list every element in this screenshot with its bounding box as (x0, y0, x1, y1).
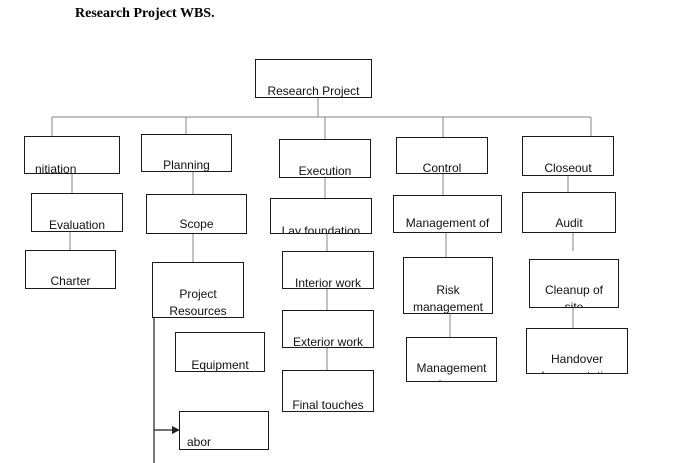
node-scope-management: Scope Management (146, 194, 247, 234)
node-label: Exterior work (292, 335, 363, 348)
node-research-project: Research Project (255, 59, 372, 98)
node-label: Charter (50, 274, 91, 288)
node-label: Research Project (267, 84, 360, 98)
node-label: Management of costs (416, 361, 487, 381)
node-management-of-costs: Management of costs (406, 337, 497, 382)
node-label: Cleanup of site (544, 283, 604, 308)
node-label: Execution (298, 164, 352, 178)
node-audit: Audit (522, 192, 616, 233)
node-label: Scope Management (179, 217, 214, 231)
node-charter: Charter (25, 250, 116, 289)
node-label: nitiation (35, 162, 77, 174)
node-control: Control (396, 137, 488, 174)
node-label: Interior work (294, 276, 362, 289)
node-closeout: Closeout (522, 136, 614, 176)
node-label: Final touches (292, 398, 364, 412)
node-interior-work: Interior work (282, 251, 374, 289)
node-label: Risk management (412, 283, 484, 314)
diagram-title: Research Project WBS. (75, 6, 215, 21)
node-exterior-work: Exterior work (282, 310, 374, 348)
node-label: Project Resources (169, 287, 227, 318)
node-risk-management: Risk management (403, 257, 493, 314)
node-initiation: nitiation (24, 136, 120, 174)
node-label: Handover documentation (538, 352, 617, 373)
node-label: Management of resources (405, 216, 490, 230)
node-label: abor (187, 435, 212, 449)
node-evaluation: Evaluation (31, 193, 123, 232)
node-label: Planning (163, 158, 210, 172)
node-labor: abor (179, 411, 269, 450)
node-label: Lay foundation (281, 224, 361, 234)
node-label: Evaluation (48, 218, 106, 232)
node-label: Equipment (191, 358, 249, 372)
node-management-of-resources: Management of resources (393, 195, 502, 233)
node-equipment: Equipment (175, 332, 265, 372)
node-project-resources: Project Resources (152, 262, 244, 318)
node-planning: Planning (141, 134, 232, 172)
node-execution: Execution (279, 139, 371, 178)
node-final-touches: Final touches (282, 370, 374, 412)
arrowhead-labor (172, 426, 180, 434)
node-handover-documentation: Handover documentation (526, 328, 628, 374)
node-label: Audit (555, 216, 583, 230)
node-label: Closeout (544, 161, 592, 175)
node-lay-foundation: Lay foundation (270, 198, 372, 234)
node-label: Control (422, 161, 462, 174)
node-cleanup-of-site: Cleanup of site (529, 259, 619, 308)
